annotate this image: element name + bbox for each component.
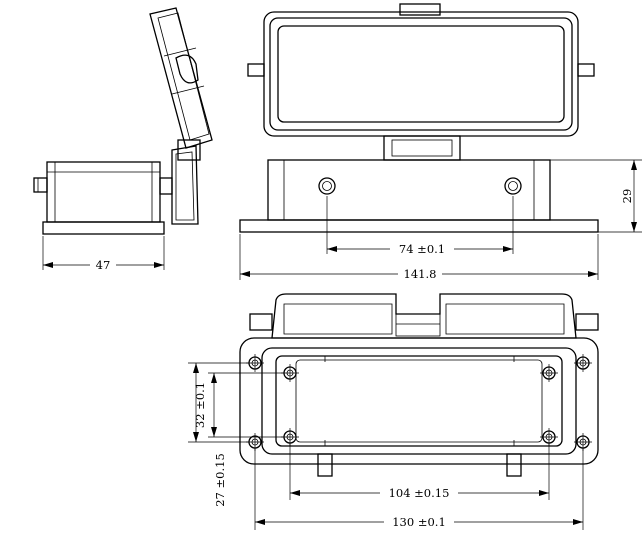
dim-141-8: 141.8	[404, 267, 437, 281]
top-view: 32 ±0.1 27 ±0.15 104 ±0.15 130 ±0.1	[188, 293, 599, 530]
dim-29: 29	[620, 189, 634, 204]
dim-47: 47	[96, 258, 111, 272]
dim-74: 74 ±0.1	[399, 242, 445, 256]
dim-32: 32 ±0.1	[193, 382, 207, 428]
side-view: 47	[33, 7, 213, 272]
dim-27: 27 ±0.15	[213, 453, 227, 507]
dim-104: 104 ±0.15	[389, 486, 450, 500]
front-view: 74 ±0.1 141.8 29	[239, 3, 642, 281]
dim-130: 130 ±0.1	[392, 515, 446, 529]
